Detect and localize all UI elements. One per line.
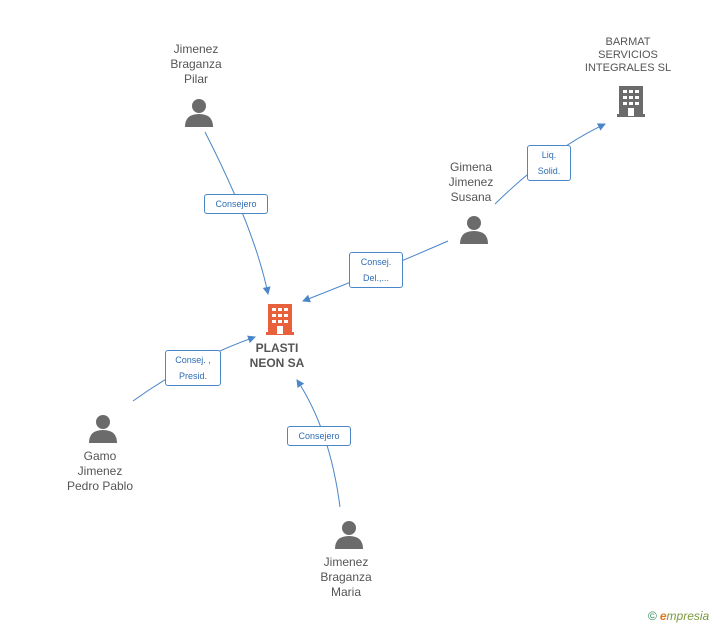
person-icon[interactable] [88, 413, 118, 443]
edge-label-pilar-plasti[interactable]: Consejero [204, 194, 268, 214]
brand-name: mpresia [666, 609, 710, 623]
footer-brand: ©empresia [648, 609, 709, 623]
person-icon[interactable] [459, 214, 489, 244]
edge-pilar-plasti [204, 131, 271, 295]
brand-initial: e [659, 609, 667, 623]
node-label-gamo[interactable]: Gamo Jimenez Pedro Pablo [66, 449, 134, 493]
edge-label-gimena-plasti[interactable]: Consej. Del.,... [349, 252, 403, 288]
main-company-name[interactable]: PLASTI NEON SA [249, 341, 305, 370]
edge-label-gamo-plasti[interactable]: Consej. , Presid. [165, 350, 221, 386]
main-company-building-icon[interactable] [264, 302, 296, 336]
person-icon[interactable] [334, 519, 364, 549]
person-icon[interactable] [184, 97, 214, 127]
node-label-barmat[interactable]: BARMAT SERVICIOS INTEGRALES SL [584, 36, 672, 74]
node-label-pilar[interactable]: Jimenez Braganza Pilar [170, 42, 222, 86]
building-icon[interactable] [615, 84, 647, 118]
edge-label-maria-plasti[interactable]: Consejero [287, 426, 351, 446]
node-label-maria[interactable]: Jimenez Braganza Maria [320, 555, 372, 599]
edge-label-gimena-barmat[interactable]: Liq. Solid. [527, 145, 571, 181]
node-label-gimena[interactable]: Gimena Jimenez Susana [448, 160, 494, 204]
copyright-icon: © [648, 609, 657, 623]
